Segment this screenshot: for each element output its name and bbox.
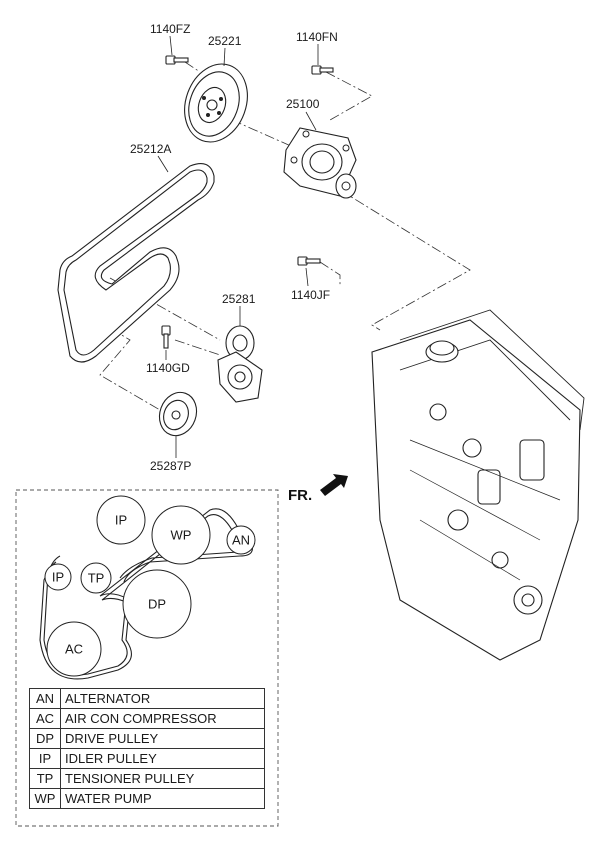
alternator-an-circle [226, 525, 256, 555]
belt-layout-box [15, 489, 279, 827]
bolt-1140gd-icon [161, 325, 171, 349]
bolt-1140jf-icon [297, 256, 321, 266]
water-pump-pulley [184, 63, 248, 143]
label-1140fn: 1140FN [296, 30, 338, 44]
circle-label-ac: AC [65, 642, 83, 657]
water-pump-wp-circle [151, 505, 211, 565]
legend-name: AIR CON COMPRESSOR [60, 708, 265, 729]
label-25281: 25281 [222, 292, 256, 306]
tensioner-pulley-tp-circle [80, 562, 112, 594]
bolt-1140fz-icon [165, 55, 189, 65]
legend-abbr: DP [29, 728, 61, 749]
circle-label-dp: DP [148, 597, 166, 612]
idler-pulley-ip-left-circle [44, 563, 72, 591]
circle-label-an: AN [232, 533, 250, 548]
legend-name: WATER PUMP [60, 788, 265, 809]
circle-label-ip-left: IP [52, 570, 64, 585]
legend-name: DRIVE PULLEY [60, 728, 265, 749]
ac-compressor-circle [46, 621, 102, 677]
legend-name: ALTERNATOR [60, 688, 265, 709]
front-direction-icon [320, 474, 348, 496]
label-25221: 25221 [208, 34, 242, 48]
belt-routing-diagram: IP WP AN IP TP DP AC [39, 495, 256, 680]
legend-abbr: WP [29, 788, 61, 809]
label-1140jf: 1140JF [291, 288, 330, 302]
legend-abbr: AN [29, 688, 61, 709]
legend-name: IDLER PULLEY [60, 748, 265, 769]
legend-abbr: AC [29, 708, 61, 729]
legend-abbr: TP [29, 768, 61, 789]
label-1140fz: 1140FZ [150, 22, 190, 36]
circle-label-wp: WP [171, 528, 192, 543]
bolt-1140fn-icon [311, 65, 334, 75]
circle-label-tp: TP [88, 571, 105, 586]
tensioner [217, 325, 263, 403]
engine-block [371, 309, 585, 661]
drive-pulley-dp-circle [122, 569, 192, 639]
label-leaders [157, 35, 319, 458]
idler-pulley [158, 391, 198, 437]
water-pump [283, 127, 357, 199]
label-25212a: 25212A [130, 142, 171, 156]
legend-name: TENSIONER PULLEY [60, 768, 265, 789]
label-1140gd: 1140GD [146, 361, 190, 375]
label-25100: 25100 [286, 97, 320, 111]
circle-label-ip-top: IP [115, 513, 127, 528]
front-marker: FR. [288, 487, 312, 504]
legend-abbr: IP [29, 748, 61, 769]
serpentine-belt [57, 163, 215, 363]
idler-pulley-ip-top-circle [96, 495, 146, 545]
label-25287p: 25287P [150, 459, 191, 473]
